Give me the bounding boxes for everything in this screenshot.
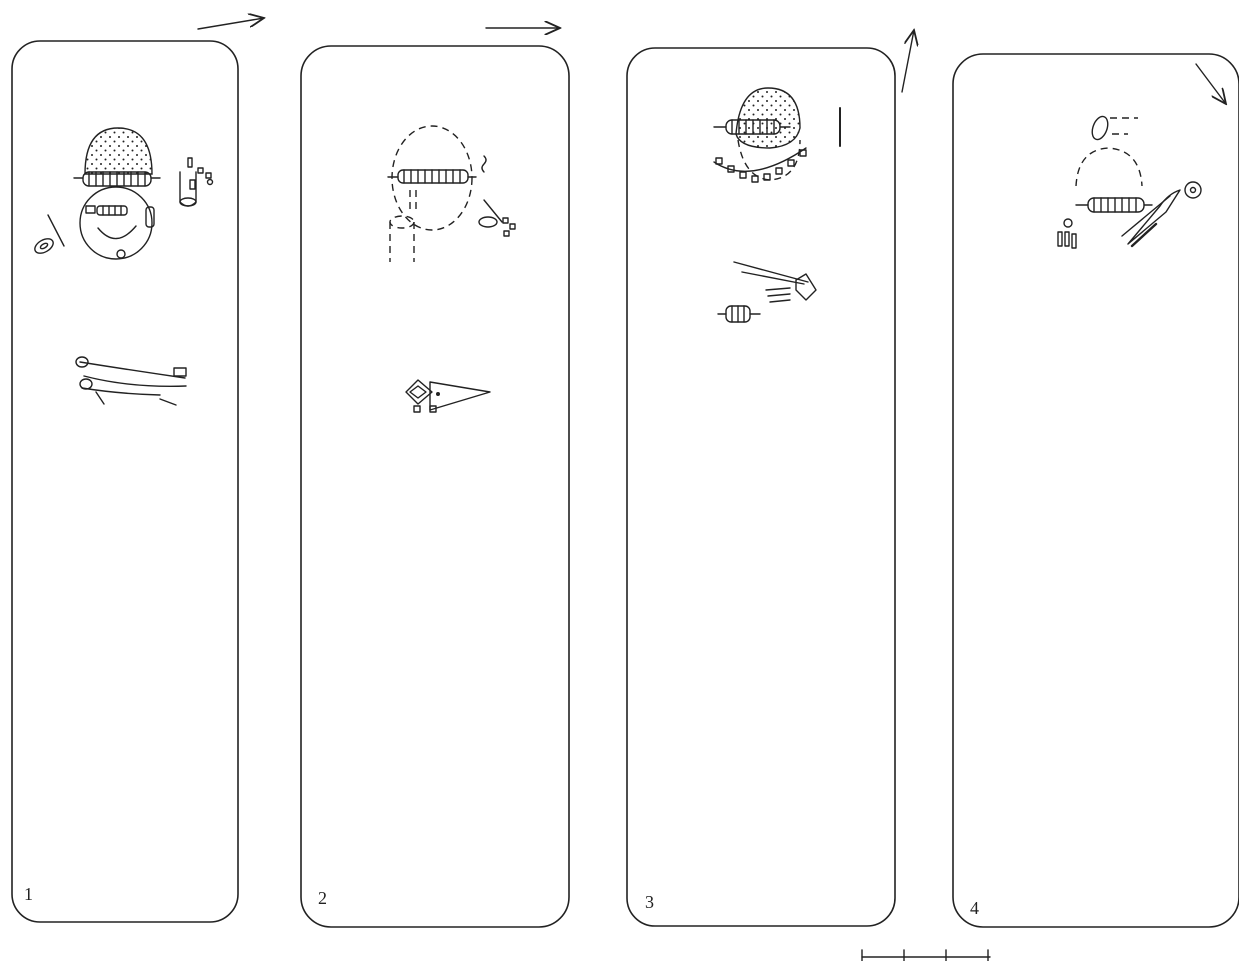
- panel-label-4: 4: [970, 898, 979, 918]
- orientation-arrow-3: [902, 30, 914, 92]
- orientation-arrow-1: [198, 18, 264, 29]
- panel-label-3: 3: [645, 892, 654, 912]
- panel-2: 2: [301, 28, 569, 927]
- scale-bar-icon: [862, 950, 990, 961]
- panel-label-2: 2: [318, 888, 327, 908]
- panel-4: 4: [953, 54, 1239, 927]
- panel-label-1: 1: [24, 884, 33, 904]
- panel-1: 1: [12, 18, 264, 922]
- panel-3: 3: [627, 30, 914, 926]
